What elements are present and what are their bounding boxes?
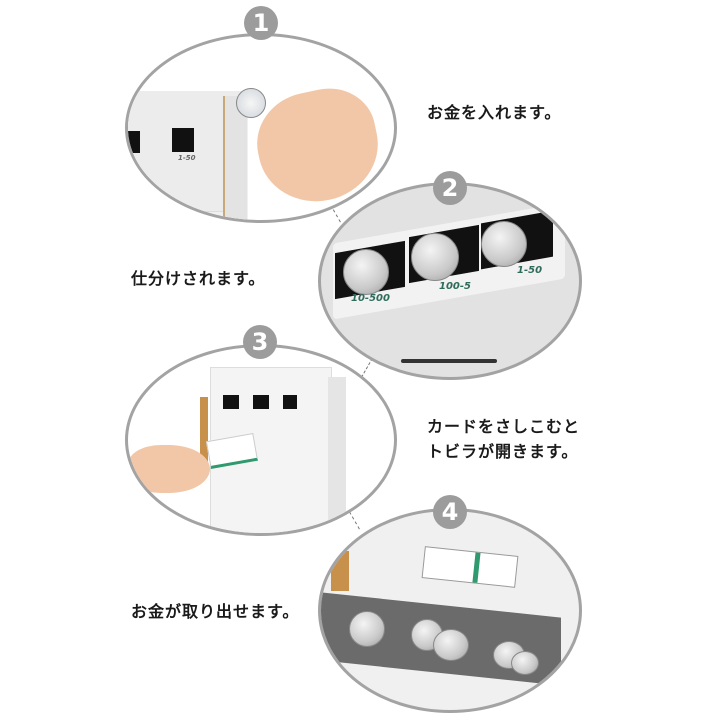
coin-window (253, 395, 269, 409)
step-3-badge: 3 (243, 325, 277, 359)
coin-icon (481, 221, 527, 267)
coin-icon (236, 88, 266, 118)
coin-icon (411, 233, 459, 281)
coin-chute (223, 96, 247, 220)
coin-window (283, 395, 297, 409)
hand (128, 445, 210, 493)
step-2-badge: 2 (433, 171, 467, 205)
cardboard-edge (200, 397, 208, 467)
step-3-caption-line1: カードをさしこむと (427, 417, 581, 436)
slot-label-100-5: 100-5 (439, 281, 471, 292)
coin-icon (343, 249, 389, 295)
step-2-image: 10-500 100-5 1-50 (318, 182, 582, 380)
card-slot (401, 359, 497, 363)
cardboard-edge (331, 551, 349, 591)
slot-label-1-50: 1-50 (517, 265, 543, 276)
step-3-image (125, 344, 397, 536)
coin-icon (433, 629, 469, 661)
step-3-caption-line2: トビラが開きます。 (427, 442, 579, 461)
step-4-badge: 4 (433, 495, 467, 529)
connector-3-4 (349, 511, 361, 530)
step-1-image: 1-50 (125, 33, 397, 223)
step-4-image (318, 508, 582, 713)
step-2-caption: 仕分けされます。 (131, 269, 266, 288)
sorter-box-side (328, 377, 346, 527)
ic-card (421, 546, 519, 588)
slot-label-10-500: 10-500 (351, 293, 390, 304)
step-1-badge: 1 (244, 6, 278, 40)
hand (247, 79, 389, 213)
card-green-stripe (472, 552, 481, 583)
coin-icon (511, 651, 539, 675)
slot-label: 1-50 (178, 154, 196, 162)
coin-window-right (172, 128, 194, 152)
coin-window-left (128, 131, 140, 153)
step-1-caption: お金を入れます。 (427, 103, 562, 122)
coin-icon (349, 611, 385, 647)
coin-window (223, 395, 239, 409)
step-4-caption: お金が取り出せます。 (131, 602, 300, 621)
